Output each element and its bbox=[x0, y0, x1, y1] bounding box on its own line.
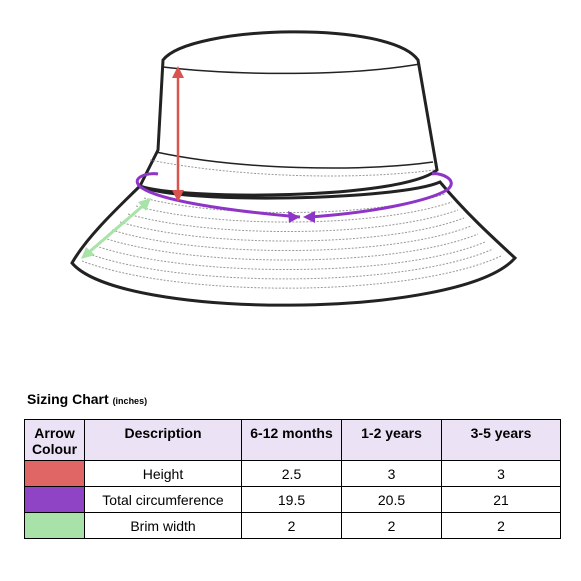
sizing-table: Arrow Colour Description 6-12 months 1-2… bbox=[24, 419, 561, 539]
hat-brim bbox=[70, 180, 518, 307]
hat-band-stitching bbox=[149, 159, 435, 177]
hat-crown bbox=[137, 30, 439, 197]
header-1-2-years: 1-2 years bbox=[341, 419, 442, 461]
colour-swatch-cell bbox=[24, 460, 85, 487]
sizing-chart-unit: (inches) bbox=[112, 396, 148, 406]
bucket-hat-diagram bbox=[70, 30, 518, 307]
row-value: 2 bbox=[341, 512, 442, 539]
header-arrow-colour: Arrow Colour bbox=[24, 419, 85, 461]
row-value: 3 bbox=[441, 460, 561, 487]
crown-top-seam bbox=[162, 63, 421, 75]
table-header-row: Arrow Colour Description 6-12 months 1-2… bbox=[24, 419, 561, 461]
header-6-12-months: 6-12 months bbox=[241, 419, 342, 461]
header-description: Description bbox=[84, 419, 242, 461]
row-value: 21 bbox=[441, 486, 561, 513]
row-value: 2 bbox=[441, 512, 561, 539]
row-description: Brim width bbox=[84, 512, 242, 539]
header-3-5-years: 3-5 years bbox=[441, 419, 561, 461]
colour-swatch-cell bbox=[24, 512, 85, 539]
row-value: 2 bbox=[241, 512, 342, 539]
height-arrow bbox=[172, 66, 184, 202]
row-value: 19.5 bbox=[241, 486, 342, 513]
purple-swatch bbox=[25, 487, 84, 512]
colour-swatch-cell bbox=[24, 486, 85, 513]
sizing-chart-title-text: Sizing Chart bbox=[27, 391, 109, 407]
table-row: Total circumference 19.5 20.5 21 bbox=[24, 486, 561, 513]
sizing-chart-title: Sizing Chart (inches) bbox=[27, 391, 147, 407]
row-value: 20.5 bbox=[341, 486, 442, 513]
row-value: 3 bbox=[341, 460, 442, 487]
green-swatch bbox=[25, 513, 84, 538]
table-row: Height 2.5 3 3 bbox=[24, 460, 561, 487]
hat-band-seam bbox=[155, 151, 434, 169]
red-swatch bbox=[25, 461, 84, 486]
row-value: 2.5 bbox=[241, 460, 342, 487]
row-description: Total circumference bbox=[84, 486, 242, 513]
table-row: Brim width 2 2 2 bbox=[24, 512, 561, 539]
row-description: Height bbox=[84, 460, 242, 487]
circumference-arrow bbox=[135, 172, 453, 223]
brim-width-arrow bbox=[81, 198, 151, 259]
